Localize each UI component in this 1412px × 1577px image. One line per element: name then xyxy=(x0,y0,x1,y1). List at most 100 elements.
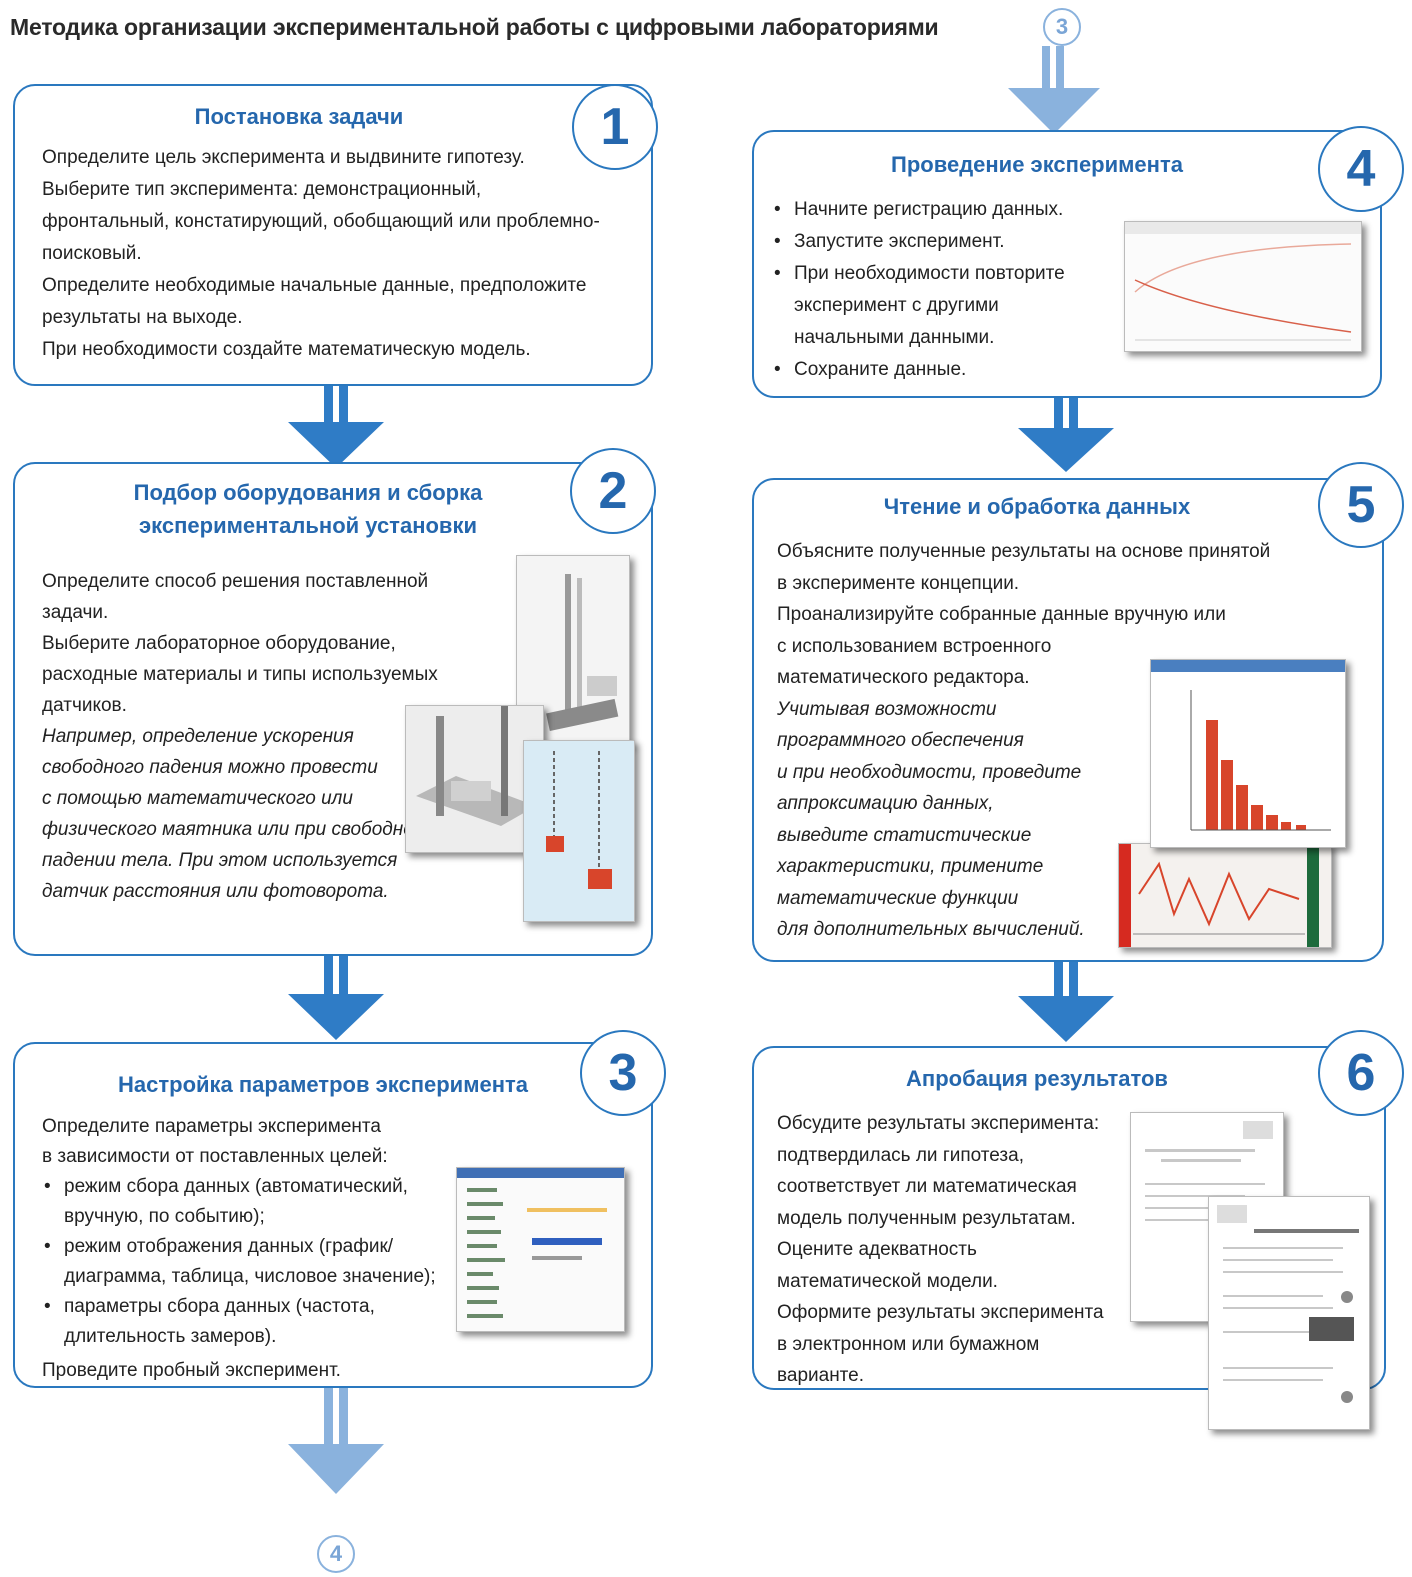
step-3-settings-screenshot xyxy=(456,1167,625,1332)
step-6-line: варианте. xyxy=(777,1365,865,1386)
step-1-line: фронтальный, констатирующий, обобщающий … xyxy=(42,211,600,232)
step-2-line: задачи. xyxy=(42,602,109,623)
step-6-report-page-front xyxy=(1208,1196,1370,1430)
step-2-title-line1: Подбор оборудования и сборка xyxy=(133,480,483,505)
step-2-italic-line: падении тела. При этом используется xyxy=(42,850,398,871)
step-1-title: Постановка задачи xyxy=(194,104,404,129)
step-2-number-label: 2 xyxy=(598,462,628,520)
step-2-number: 2 xyxy=(570,448,656,534)
step-3-bullet: режим сбора данных (автоматический, вруч… xyxy=(42,1172,472,1232)
step-6-line: соответствует ли математическая xyxy=(777,1176,1077,1197)
step-5-line: математического редактора. xyxy=(777,667,1030,688)
step-4-bullet: При необходимости повторите эксперимент … xyxy=(772,258,1112,354)
step-2-line: расходные материалы и типы используемых xyxy=(42,664,438,685)
step-2-italic-line: Например, определение ускорения xyxy=(42,726,354,747)
step-4-bullet: Запустите эксперимент. xyxy=(772,226,1112,258)
step-4-number: 4 xyxy=(1318,126,1404,212)
step-5-line: в эксперименте концепции. xyxy=(777,572,1020,594)
step-1-line: Выберите тип эксперимента: демонстрацион… xyxy=(42,179,482,200)
step-3-bullet-line: диаграмма, таблица, числовое значение); xyxy=(64,1266,436,1287)
step-2-italic-line: с помощью математического или xyxy=(42,788,353,809)
step-2-line: датчиков. xyxy=(42,695,127,716)
step-6-line: математической модели. xyxy=(777,1270,998,1292)
step-5-number-label: 5 xyxy=(1346,476,1376,534)
step-2-body: Определите способ решения поставленной з… xyxy=(42,566,512,907)
step-2-image-setup xyxy=(405,705,544,853)
step-6-line: Оформите результаты эксперимента xyxy=(777,1302,1104,1323)
step-3-bullet-line: параметры сбора данных (частота, xyxy=(64,1296,375,1317)
step-6-line: модель полученным результатам. xyxy=(777,1207,1076,1229)
step-5-line: Проанализируйте собранные данные вручную… xyxy=(777,604,1226,625)
step-2-italic-line: свободного падения можно провести xyxy=(42,757,378,778)
step-5-title: Чтение и обработка данных xyxy=(883,494,1191,519)
step-5-number: 5 xyxy=(1318,462,1404,548)
step-6-line: Оцените адекватность xyxy=(777,1239,977,1260)
connector-marker-bottom: 4 xyxy=(317,1535,355,1573)
step-6-title: Апробация результатов xyxy=(906,1066,1168,1091)
step-1-line: Определите цель эксперимента и выдвините… xyxy=(42,147,525,168)
step-2-title-line2: экспериментальной установки xyxy=(139,513,477,538)
step-4-bullet-line: начальными данными. xyxy=(794,327,995,348)
step-6-line: подтвердилась ли гипотеза, xyxy=(777,1144,1024,1166)
step-3-bullet-line: вручную, по событию); xyxy=(64,1206,265,1227)
step-5-oscillogram-screenshot xyxy=(1118,843,1332,948)
step-1-line: результаты на выходе. xyxy=(42,307,243,328)
step-3-intro-line: Определите параметры эксперимента xyxy=(42,1116,381,1137)
step-5-italic-line: Учитывая возможности xyxy=(777,698,997,720)
arrow-top-in xyxy=(1008,46,1100,134)
arrow-4-to-5 xyxy=(1018,398,1114,472)
step-3-bullet-line: режим сбора данных (автоматический, xyxy=(64,1176,408,1197)
step-1-box xyxy=(13,84,653,386)
step-3-bullets: режим сбора данных (автоматический, вруч… xyxy=(42,1172,472,1352)
page-title: Методика организации экспериментальной р… xyxy=(10,14,939,40)
arrow-1-to-2 xyxy=(288,386,384,468)
step-5-italic-line: программного обеспечения xyxy=(777,730,1024,751)
step-2-title: Подбор оборудования и сборка эксперимент… xyxy=(13,476,603,542)
step-3-number-label: 3 xyxy=(608,1044,638,1102)
step-5-italic-line: характеристики, примените xyxy=(777,856,1044,877)
connector-marker-top-label: 3 xyxy=(1055,14,1069,39)
step-4-bullet-line: Начните регистрацию данных. xyxy=(794,199,1064,220)
step-1-number: 1 xyxy=(572,84,658,170)
connector-marker-bottom-label: 4 xyxy=(329,1541,343,1566)
step-4-body: Начните регистрацию данных. Запустите эк… xyxy=(772,194,1112,386)
step-5-italic-line: математические функции xyxy=(777,887,1019,909)
step-3-bullet: режим отображения данных (график/ диагра… xyxy=(42,1232,472,1292)
step-1-number-label: 1 xyxy=(600,98,630,156)
step-2-image-pendulum xyxy=(523,740,635,922)
step-1-line: поисковый. xyxy=(42,243,142,264)
step-2-italic-line: физического маятника или при свободном xyxy=(42,819,427,840)
step-4-bullet: Начните регистрацию данных. xyxy=(772,194,1112,226)
arrow-5-to-6 xyxy=(1018,962,1114,1042)
step-3-body: Определите параметры эксперимента в зави… xyxy=(42,1112,472,1386)
step-5-body: Объясните полученные результаты на основ… xyxy=(777,536,1337,946)
connector-marker-top: 3 xyxy=(1043,8,1081,46)
step-2-italic-line: датчик расстояния или фотоворота. xyxy=(42,881,389,902)
arrow-2-to-3 xyxy=(288,956,384,1040)
step-5-italic-line: аппроксимацию данных, xyxy=(777,793,994,814)
step-6-line: Обсудите результаты эксперимента: xyxy=(777,1113,1100,1134)
step-3-number: 3 xyxy=(580,1030,666,1116)
step-1-line: Определите необходимые начальные данные,… xyxy=(42,275,587,296)
step-5-histogram-screenshot xyxy=(1150,659,1346,848)
step-2-line: Выберите лабораторное оборудование, xyxy=(42,633,396,654)
step-6-line: в электронном или бумажном xyxy=(777,1333,1040,1355)
step-3-outro: Проведите пробный эксперимент. xyxy=(42,1360,341,1381)
step-5-line: с использованием встроенного xyxy=(777,635,1052,657)
arrow-bottom-out xyxy=(288,1388,384,1494)
step-3-bullet-line: режим отображения данных (график/ xyxy=(64,1236,394,1257)
step-3-title: Настройка параметров эксперимента xyxy=(118,1072,528,1097)
step-2-image-stand xyxy=(516,555,630,747)
step-4-bullet-line: При необходимости повторите xyxy=(794,263,1065,284)
step-4-bullet: Сохраните данные. xyxy=(772,354,1112,386)
step-1-body: Определите цель эксперимента и выдвините… xyxy=(42,142,642,366)
step-3-bullet: параметры сбора данных (частота, длитель… xyxy=(42,1292,472,1352)
step-4-bullet-line: Сохраните данные. xyxy=(794,359,967,380)
step-4-number-label: 4 xyxy=(1346,140,1376,198)
step-4-bullet-line: эксперимент с другими xyxy=(794,295,999,316)
step-4-bullets: Начните регистрацию данных. Запустите эк… xyxy=(772,194,1112,386)
step-4-graph-screenshot xyxy=(1124,221,1362,352)
step-2-line: Определите способ решения поставленной xyxy=(42,571,429,592)
step-3-intro-line: в зависимости от поставленных целей: xyxy=(42,1146,388,1167)
step-4-bullet-line: Запустите эксперимент. xyxy=(794,231,1005,252)
